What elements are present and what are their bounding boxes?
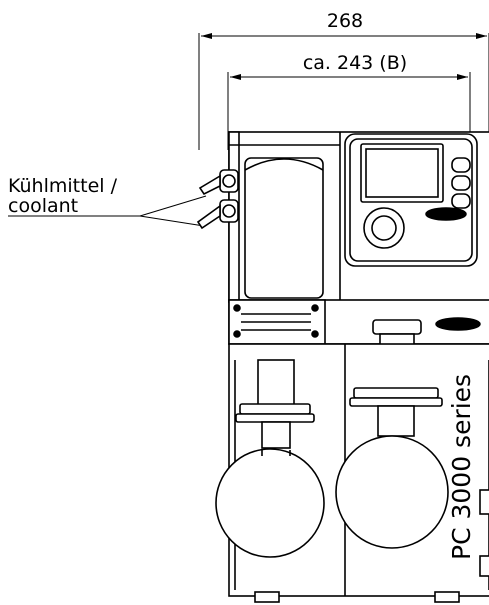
coolant-label-line1: Kühlmittel /	[8, 175, 118, 197]
right-flask	[335, 387, 449, 549]
coolant-callout: Kühlmittel / coolant	[8, 175, 207, 227]
overall-width-label: 268	[327, 10, 363, 32]
inner-width-label: ca. 243 (B)	[303, 52, 407, 74]
series-branding: PC 3000 series	[447, 374, 476, 560]
coolant-label-line2: coolant	[8, 195, 78, 217]
middle-band	[228, 299, 489, 345]
coolant-connectors	[196, 169, 239, 230]
dimension-overall-width: 268	[198, 10, 489, 150]
left-flask	[215, 359, 325, 558]
dimension-inner-width: ca. 243 (B)	[227, 52, 471, 150]
series-label: PC 3000 series	[447, 374, 476, 560]
controller-unit	[344, 133, 478, 267]
